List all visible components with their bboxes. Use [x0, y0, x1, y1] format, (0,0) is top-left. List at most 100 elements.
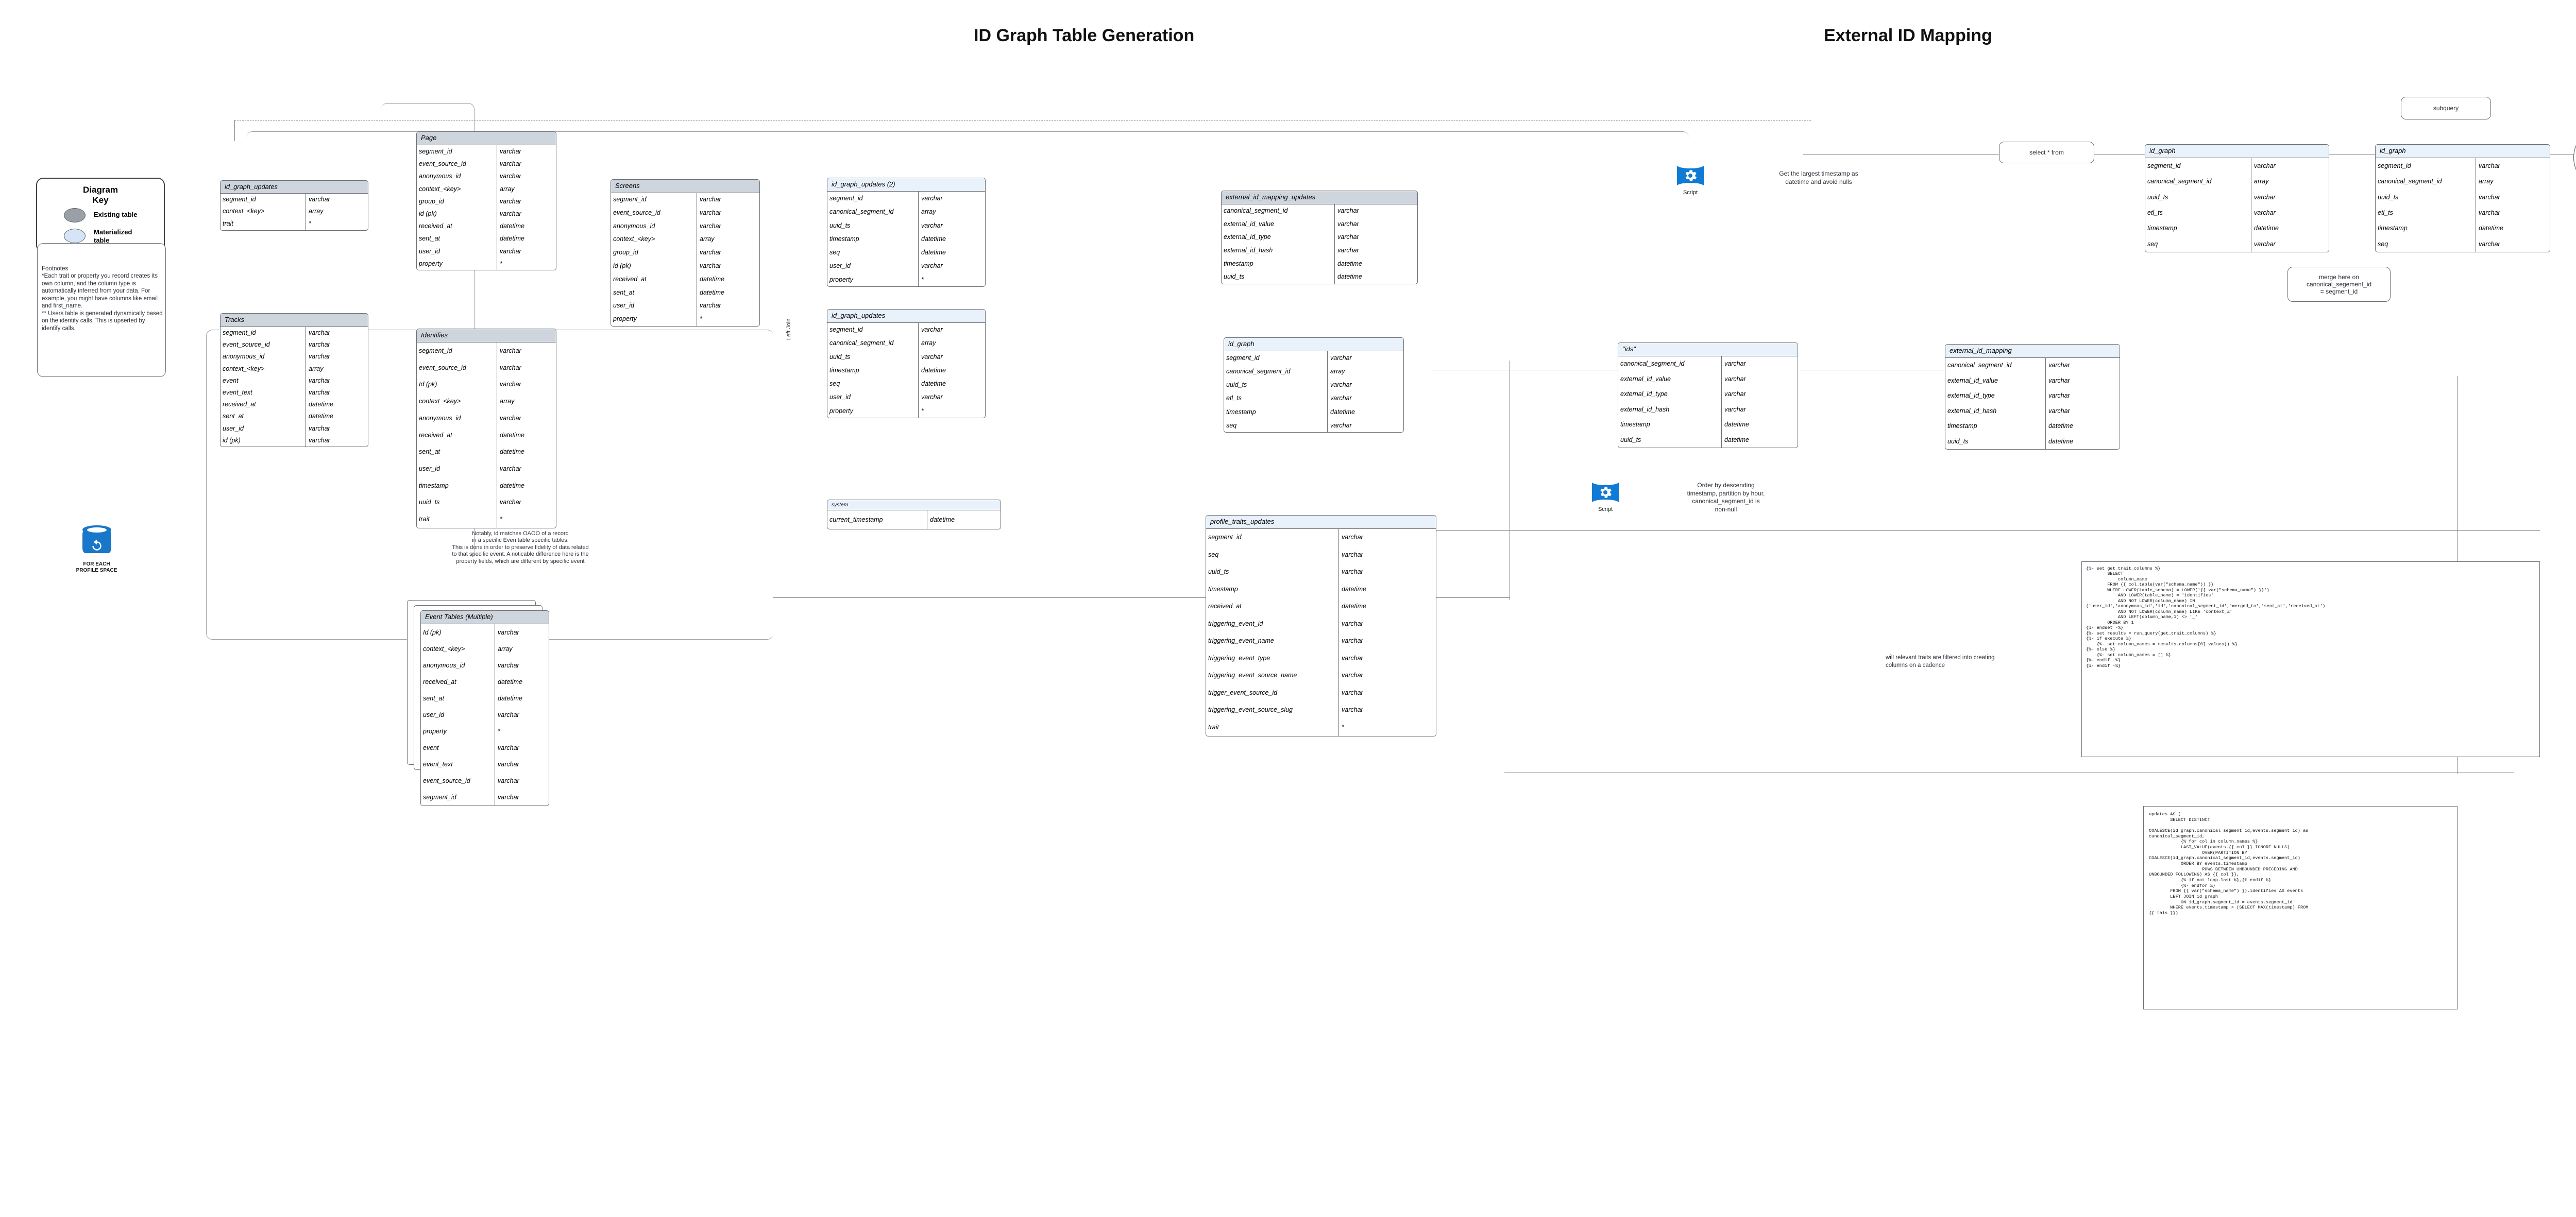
- column-name: segment_id: [221, 193, 306, 206]
- column-type: datetime: [921, 235, 946, 243]
- column-name: group_id: [611, 246, 697, 260]
- table-row: property*: [611, 313, 759, 326]
- connector-dashed-top: [234, 120, 1811, 121]
- table-row: context_<key>array: [421, 641, 549, 657]
- column-name: received_at: [1206, 598, 1339, 615]
- column-type: datetime: [309, 401, 333, 408]
- column-name: property: [611, 313, 697, 326]
- column-name: user_id: [221, 422, 306, 435]
- table-title: id_graph: [2376, 145, 2550, 158]
- table-row: trait*: [221, 218, 368, 230]
- column-type: varchar: [309, 424, 330, 432]
- column-type: datetime: [921, 249, 946, 256]
- script-node-largest-timestamp[interactable]: Script: [1676, 161, 1704, 196]
- column-type: varchar: [309, 353, 330, 361]
- connector-h-long: [1432, 530, 2540, 531]
- table-title: id_graph: [1224, 338, 1403, 351]
- column-name: uuid_ts: [827, 218, 919, 232]
- column-name: triggering_event_id: [1206, 615, 1339, 632]
- column-type: varchar: [1330, 421, 1352, 429]
- column-type: varchar: [500, 347, 521, 354]
- key-label-materialized: Materialized table: [94, 228, 132, 244]
- column-type: *: [500, 260, 502, 267]
- column-type: datetime: [2048, 422, 2073, 430]
- column-name: user_id: [421, 707, 495, 723]
- column-type: varchar: [700, 249, 721, 256]
- table-row: Id (pk)varchar: [421, 624, 549, 641]
- column-name: etl_ts: [2145, 204, 2251, 221]
- note-merge-here[interactable]: merge here on canonical_segement_id = se…: [2287, 267, 2391, 302]
- union-node[interactable]: Union: [2573, 126, 2576, 189]
- column-type: datetime: [500, 431, 524, 439]
- column-type: array: [1330, 368, 1345, 375]
- note-select-from[interactable]: select * from: [1999, 142, 2094, 163]
- column-name: event_text: [221, 386, 306, 399]
- connector-v1: [234, 120, 235, 141]
- column-name: user_id: [827, 390, 919, 404]
- column-type: varchar: [2048, 376, 2070, 384]
- note-subquery[interactable]: subquery: [2401, 97, 2491, 119]
- column-name: event_source_id: [421, 773, 495, 789]
- column-type: varchar: [1724, 405, 1746, 413]
- column-name: event_source_id: [417, 158, 497, 170]
- column-type: datetime: [500, 222, 524, 230]
- column-name: uuid_ts: [1222, 270, 1335, 284]
- column-type: varchar: [498, 794, 519, 801]
- column-type: varchar: [309, 376, 330, 384]
- refresh-icon: [92, 539, 101, 551]
- column-name: user_id: [417, 245, 497, 258]
- column-name: timestamp: [417, 477, 497, 494]
- column-name: received_at: [221, 399, 306, 411]
- column-name: timestamp: [2376, 220, 2476, 236]
- column-name: group_id: [417, 195, 497, 208]
- table-title: Tracks: [221, 314, 368, 327]
- column-type: varchar: [921, 221, 943, 229]
- column-name: sent_at: [417, 443, 497, 461]
- table-title: profile_traits_updates: [1206, 516, 1436, 529]
- column-name: uuid_ts: [1945, 434, 2046, 449]
- table-title: id_graph_updates: [221, 181, 368, 194]
- column-name: seq: [827, 377, 919, 391]
- column-type: array: [309, 208, 324, 215]
- column-type: array: [2254, 178, 2269, 185]
- column-name: etl_ts: [1224, 391, 1328, 405]
- column-name: segment_id: [827, 323, 919, 337]
- column-type: array: [921, 208, 936, 216]
- script-node-order-desc[interactable]: Script: [1591, 478, 1619, 512]
